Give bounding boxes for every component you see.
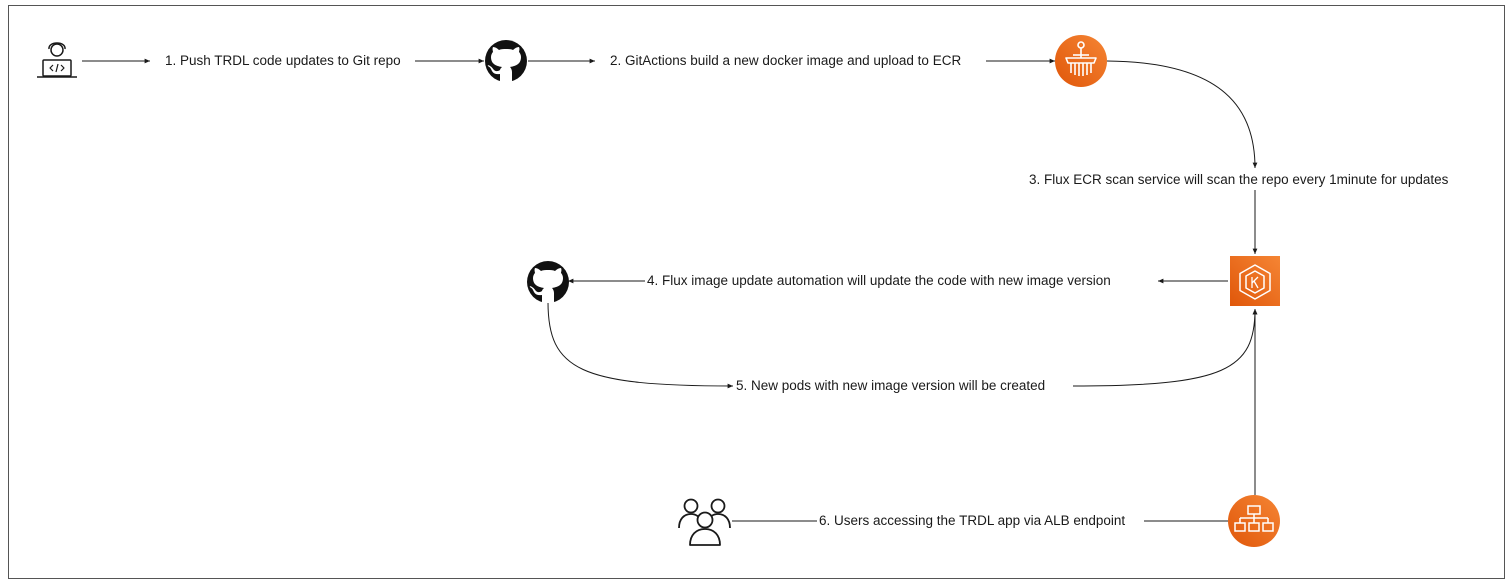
step1-label: 1. Push TRDL code updates to Git repo — [164, 53, 402, 69]
step3-label: 3. Flux ECR scan service will scan the r… — [1028, 172, 1450, 188]
users-group-icon — [678, 498, 731, 546]
ecr-registry-icon — [1055, 35, 1107, 87]
github-icon — [485, 40, 527, 82]
step5-label: 5. New pods with new image version will … — [735, 378, 1047, 394]
eks-kubernetes-icon — [1230, 256, 1280, 306]
alb-load-balancer-icon — [1228, 495, 1280, 547]
diagram-border — [8, 5, 1505, 579]
connector-step5-to-eks-curve — [1072, 308, 1258, 387]
github-icon — [527, 261, 569, 303]
connector-ecr-to-eks-curve — [1106, 60, 1258, 169]
developer-laptop-icon — [37, 42, 77, 78]
step2-label: 2. GitActions build a new docker image a… — [609, 53, 963, 69]
step4-label: 4. Flux image update automation will upd… — [646, 273, 1112, 289]
connector-github-to-step5-curve — [547, 301, 734, 389]
step6-label: 6. Users accessing the TRDL app via ALB … — [818, 513, 1127, 529]
